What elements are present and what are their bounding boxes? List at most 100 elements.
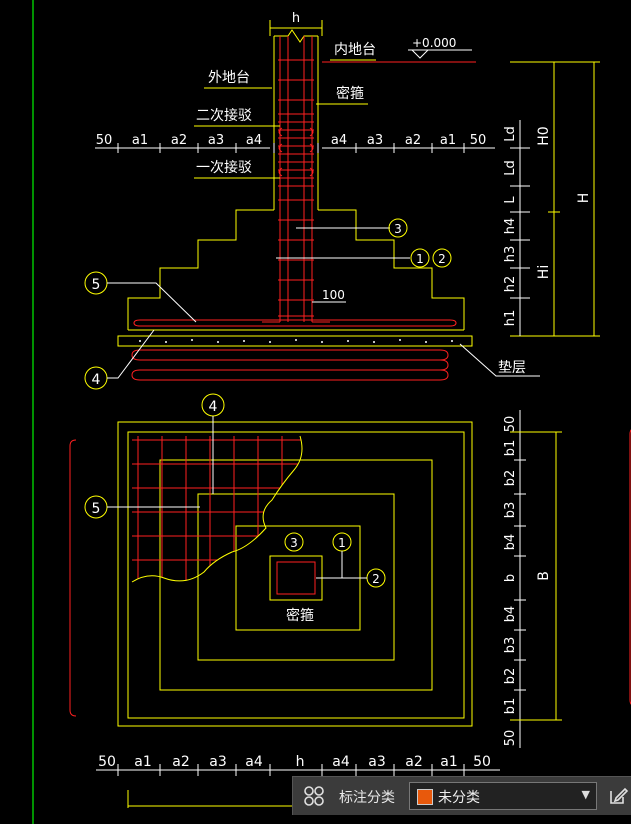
cushion-layer bbox=[117, 335, 473, 347]
footing-step-3 bbox=[197, 493, 395, 661]
right-rebar-bracket bbox=[629, 429, 631, 705]
callout-3 bbox=[388, 218, 408, 238]
cushion-label: 垫层 bbox=[498, 360, 526, 376]
footing-steps-left bbox=[127, 209, 274, 330]
edit-icon[interactable] bbox=[607, 785, 629, 807]
column-section bbox=[269, 555, 323, 601]
callout-5-label: 5 bbox=[92, 277, 101, 293]
dim-label: a4 bbox=[246, 133, 262, 148]
plan-bottom-label: a2 bbox=[405, 754, 423, 770]
leader-5 bbox=[107, 282, 197, 323]
dim-label: a3 bbox=[208, 133, 224, 148]
first-splice-label: 一次接驳 bbox=[196, 159, 252, 176]
bottom-mesh-rebar bbox=[131, 319, 457, 381]
plan-bottom-label: h bbox=[296, 754, 305, 770]
callout-1 bbox=[410, 248, 430, 268]
column-rebar bbox=[262, 36, 330, 323]
second-splice-label: 二次接驳 bbox=[196, 107, 252, 124]
dim-label: a3 bbox=[367, 133, 383, 148]
plan-dim-label: b2 bbox=[503, 668, 518, 685]
plan-vertical-ticks bbox=[514, 459, 526, 691]
plan-bottom-label: a2 bbox=[172, 754, 190, 770]
left-rebar-bracket bbox=[69, 439, 77, 717]
dim-label: a1 bbox=[132, 133, 148, 148]
stirrups bbox=[278, 59, 314, 317]
plan-dim-label: b4 bbox=[503, 606, 518, 623]
vertical-dim-ticks bbox=[510, 61, 600, 337]
dim-label: a2 bbox=[405, 133, 421, 148]
chevron-down-icon: ▼ bbox=[581, 788, 590, 801]
dim-Hi: Hi bbox=[536, 265, 552, 279]
splice-marks bbox=[278, 127, 314, 177]
dim-label: a2 bbox=[171, 133, 187, 148]
plan-bottom-label: a1 bbox=[134, 754, 152, 770]
annotation-category-toolbar: 标注分类 未分类 ▼ bbox=[292, 776, 631, 815]
plan-view: 4 5 3 1 2 密箍 50 b1 b2 bbox=[69, 393, 631, 808]
plan-callout-5-label: 5 bbox=[92, 501, 101, 517]
spacing-label: 100 bbox=[322, 288, 345, 302]
plan-bottom-label: a4 bbox=[245, 754, 263, 770]
plan-callout-3 bbox=[284, 532, 304, 552]
callout-4-label: 4 bbox=[92, 372, 101, 388]
plan-bottom-label: a3 bbox=[209, 754, 227, 770]
category-label: 标注分类 bbox=[339, 790, 395, 806]
plan-dim-label: b3 bbox=[503, 637, 518, 654]
plan-dim-label: 50 bbox=[503, 730, 518, 747]
level-symbol bbox=[408, 49, 472, 59]
section-view: h bbox=[84, 11, 600, 390]
plan-bottom-label: a1 bbox=[440, 754, 458, 770]
category-select-value: 未分类 bbox=[438, 790, 480, 806]
dim-label: 50 bbox=[470, 133, 487, 148]
plan-callout-3-label: 3 bbox=[290, 536, 298, 550]
plan-dim-label: 50 bbox=[503, 416, 518, 433]
plan-bottom-label: a4 bbox=[332, 754, 350, 770]
outer-ground-label: 外地台 bbox=[208, 70, 250, 86]
dim-h2: h2 bbox=[503, 276, 518, 293]
plan-bottom-ticks bbox=[117, 764, 465, 776]
dim-ticks bbox=[117, 143, 465, 153]
dim-L: L bbox=[503, 196, 518, 204]
dim-Ld-2: Ld bbox=[503, 160, 518, 176]
plan-callout-4-label: 4 bbox=[209, 399, 218, 415]
dim-H: H bbox=[576, 193, 592, 204]
cushion-outline bbox=[117, 421, 473, 727]
footing-step-1 bbox=[127, 431, 465, 719]
plan-dim-label: b3 bbox=[503, 502, 518, 519]
plan-bottom-label: 50 bbox=[473, 754, 491, 770]
plan-dim-label: b2 bbox=[503, 470, 518, 487]
callout-2-label: 2 bbox=[438, 252, 446, 266]
column-break-mark bbox=[274, 29, 318, 43]
dim-h-label: h bbox=[292, 11, 300, 26]
plan-dim-label: b1 bbox=[503, 440, 518, 457]
callout-1-label: 1 bbox=[416, 252, 424, 266]
plan-dense-stirrup-label: 密箍 bbox=[286, 607, 314, 624]
category-color-swatch bbox=[417, 789, 433, 805]
inner-ground-label: 内地台 bbox=[334, 42, 376, 58]
column-outline bbox=[273, 36, 319, 210]
plan-bottom-label: 50 bbox=[98, 754, 116, 770]
footing-steps-right bbox=[318, 209, 465, 330]
dim-label: a4 bbox=[331, 133, 347, 148]
dim-h3: h3 bbox=[503, 246, 518, 263]
callout-2 bbox=[432, 248, 452, 268]
plan-bottom-label: a3 bbox=[368, 754, 386, 770]
leader-cushion bbox=[459, 343, 540, 377]
plan-dim-label: b4 bbox=[503, 534, 518, 551]
dim-label: a1 bbox=[440, 133, 456, 148]
dense-stirrup-label: 密箍 bbox=[336, 85, 364, 102]
category-grid-icon[interactable] bbox=[303, 785, 325, 807]
plan-callout-1-label: 1 bbox=[338, 536, 346, 550]
bottom-mesh-grid bbox=[132, 436, 302, 582]
dim-h1: h1 bbox=[503, 310, 518, 327]
plan-dim-label: b bbox=[503, 574, 518, 582]
leader-4 bbox=[107, 329, 155, 379]
category-select[interactable]: 未分类 ▼ bbox=[409, 782, 597, 810]
dim-Ld-1: Ld bbox=[503, 126, 518, 142]
dim-H0: H0 bbox=[536, 126, 552, 145]
plan-dim-label: b1 bbox=[503, 698, 518, 715]
callout-3-label: 3 bbox=[394, 222, 402, 236]
footing-step-2 bbox=[159, 459, 433, 691]
level-label: +0.000 bbox=[412, 36, 456, 50]
plan-dim-B: B bbox=[536, 571, 552, 581]
